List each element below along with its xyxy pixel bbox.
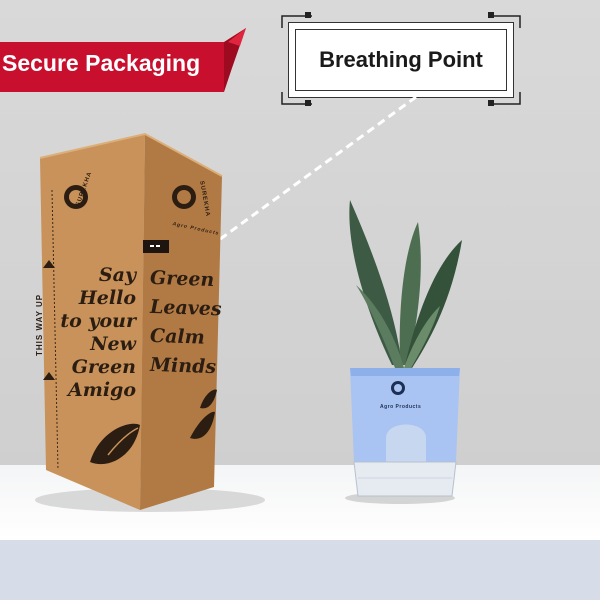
callout-label: Breathing Point — [319, 47, 483, 72]
breathing-point-callout: Breathing Point — [288, 22, 514, 98]
banner-title: Secure Packaging — [2, 50, 201, 76]
callout-inner-frame — [295, 29, 507, 91]
left-slogan-line: Amigo — [67, 379, 136, 401]
left-slogan-line: Green — [71, 356, 136, 378]
left-slogan-line: to your — [60, 310, 136, 332]
bottom-strip — [0, 540, 600, 600]
left-slogan-line: New — [90, 333, 136, 355]
left-slogan: Say Hello to your New Green Amigo — [58, 264, 136, 402]
left-slogan-line: Say Hello — [78, 264, 136, 309]
pot-brand-label: Agro Products — [380, 404, 422, 410]
ribbon-banner — [0, 28, 246, 92]
